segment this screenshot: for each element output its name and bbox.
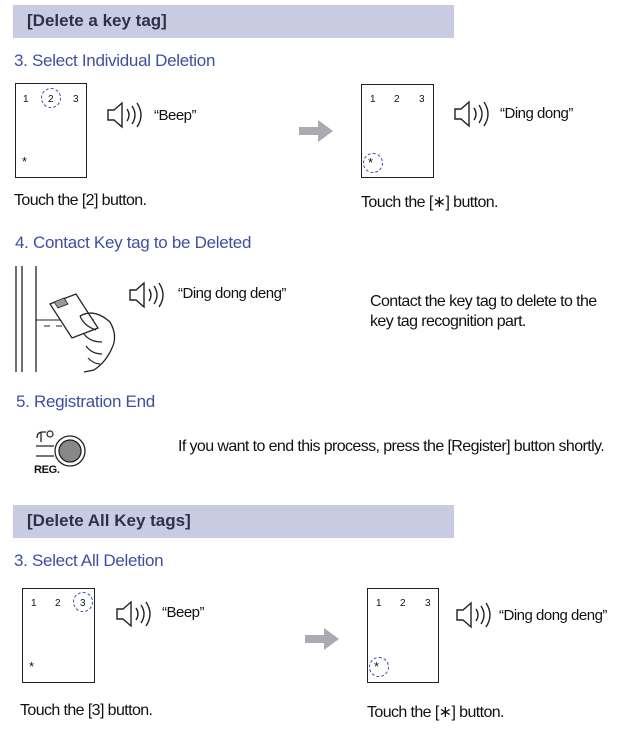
registration-end-instruction: If you want to end this process, press t…: [178, 438, 605, 455]
sound-ding-dong: “Ding dong”: [500, 105, 573, 122]
key-star: *: [29, 659, 35, 674]
caption-touch-star: Touch the [∗] button.: [367, 704, 505, 721]
key-3: 3: [73, 94, 79, 105]
register-button-icon: [36, 430, 86, 467]
key-2: 2: [55, 598, 61, 609]
banner-delete-key-tag: [Delete a key tag]: [13, 5, 454, 38]
speaker-icon: [116, 600, 151, 628]
step-contact-key-tag: 4. Contact Key tag to be Deleted: [15, 233, 252, 252]
caption-touch-star: Touch the [∗] button.: [361, 194, 499, 211]
key-1: 1: [376, 598, 382, 609]
step-select-individual-deletion: 3. Select Individual Deletion: [14, 51, 216, 70]
highlight-circle: [363, 153, 383, 173]
step-registration-end: 5. Registration End: [16, 392, 155, 411]
highlight-circle: [73, 592, 93, 612]
key-1: 1: [31, 598, 37, 609]
keypad-panel: 1 2 3 *: [15, 83, 87, 178]
step-select-all-deletion: 3. Select All Deletion: [14, 551, 164, 570]
highlight-circle: [369, 657, 389, 677]
key-1: 1: [370, 94, 376, 105]
speaker-icon: [129, 281, 164, 309]
highlight-circle: [41, 88, 61, 108]
arrow-right-icon: [305, 628, 339, 650]
sound-beep: “Beep”: [154, 107, 197, 124]
sound-beep: “Beep”: [162, 604, 205, 621]
contact-instruction-line-1: Contact the key tag to delete to the: [370, 293, 597, 310]
key-2: 2: [394, 94, 400, 105]
sound-ding-dong-deng: “Ding dong deng”: [499, 607, 607, 624]
hand-with-key-tag-illustration: [15, 266, 116, 373]
arrow-right-icon: [299, 120, 333, 142]
keypad-panel: 1 2 3 *: [361, 84, 434, 178]
reg-label: REG.: [34, 464, 60, 476]
banner-delete-all-key-tags: [Delete All Key tags]: [13, 505, 454, 538]
speaker-icon: [454, 100, 489, 128]
keypad-panel: 1 2 3 *: [22, 588, 95, 683]
caption-touch-3: Touch the [3] button.: [20, 702, 153, 719]
speaker-icon: [456, 601, 491, 629]
caption-touch-2: Touch the [2] button.: [14, 192, 147, 209]
contact-instruction-line-2: key tag recognition part.: [370, 313, 526, 330]
speaker-icon: [107, 101, 142, 129]
key-star: *: [22, 154, 28, 169]
key-3: 3: [425, 598, 431, 609]
key-3: 3: [419, 94, 425, 105]
key-1: 1: [23, 94, 29, 105]
sound-ding-dong-deng: “Ding dong deng”: [178, 285, 286, 302]
key-2: 2: [400, 598, 406, 609]
keypad-panel: 1 2 3 *: [367, 588, 439, 683]
